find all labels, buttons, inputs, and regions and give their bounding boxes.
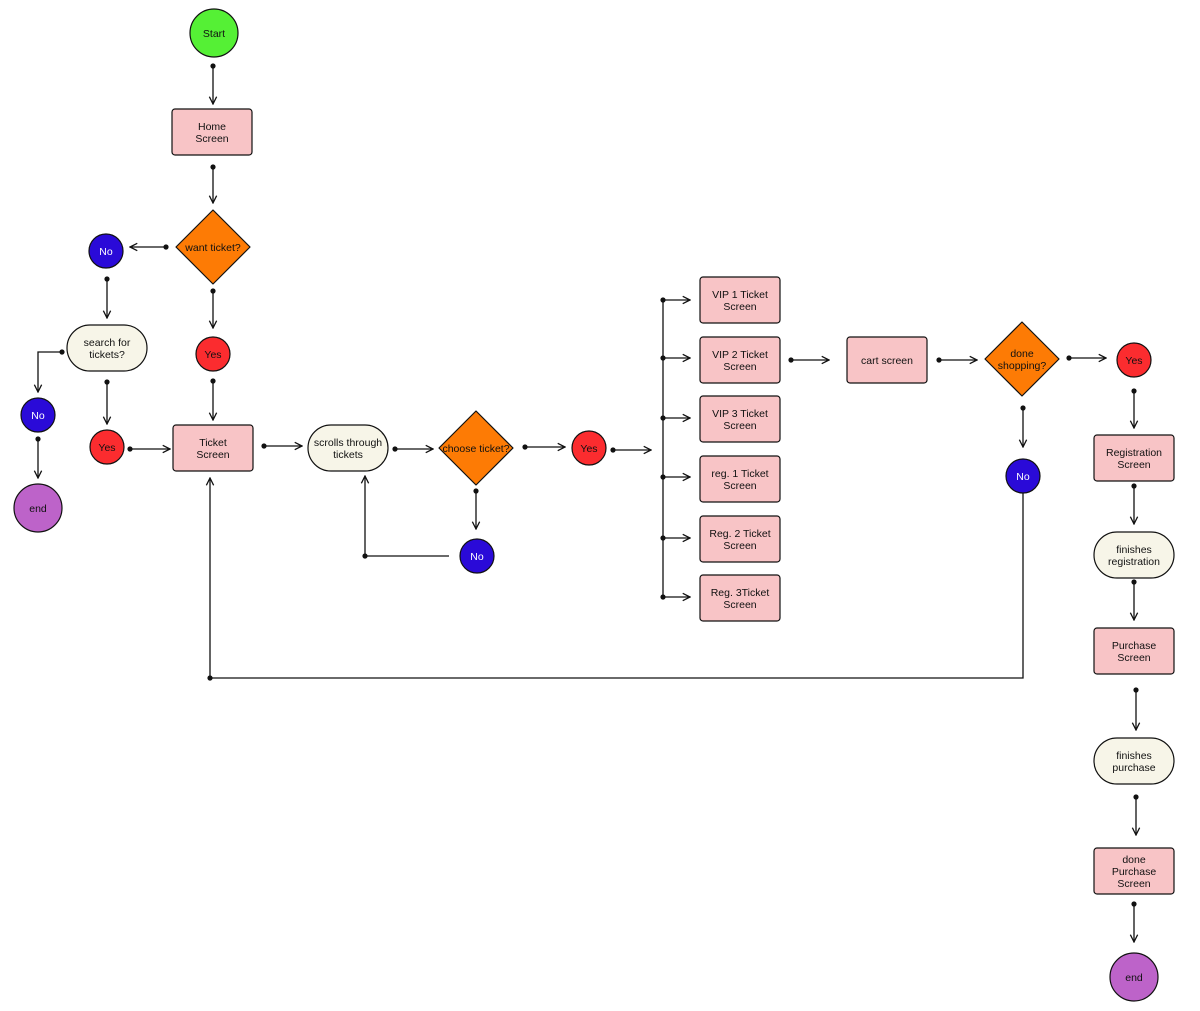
end-right-node: end — [1109, 952, 1159, 1002]
yes-want-label: Yes — [204, 349, 221, 361]
connector-31 — [1131, 579, 1136, 620]
connector-8 — [104, 379, 109, 424]
no-want-node: No — [88, 233, 124, 269]
connector-7 — [35, 436, 40, 478]
connector-11 — [261, 443, 302, 448]
yes-done-node: Yes — [1116, 342, 1152, 378]
junction-dot — [362, 553, 368, 559]
yes-done-label: Yes — [1125, 355, 1142, 367]
no-search-label: No — [31, 410, 45, 422]
no-search-node: No — [20, 397, 56, 433]
yes-choose-node: Yes — [571, 430, 607, 466]
end-right-label: end — [1125, 972, 1143, 984]
no-done-node: No — [1005, 458, 1041, 494]
junction-dot — [207, 675, 213, 681]
connector-10 — [210, 378, 215, 420]
connector-25 — [936, 357, 977, 362]
yes-search-node: Yes — [89, 429, 125, 465]
end-left-label: end — [29, 503, 47, 515]
connector-28 — [210, 478, 1024, 679]
connector-29 — [1131, 388, 1136, 428]
connectors — [35, 63, 1138, 942]
connector-13 — [473, 488, 478, 529]
start-label: Start — [203, 28, 225, 40]
no-done-label: No — [1016, 471, 1030, 483]
connector-6 — [38, 349, 65, 392]
want-ticket-node: want ticket? — [175, 209, 251, 285]
connector-30 — [1131, 483, 1136, 524]
start-node: Start — [189, 8, 239, 58]
connector-24 — [788, 357, 829, 362]
connector-26 — [1066, 355, 1106, 360]
connector-21 — [660, 474, 690, 479]
cart-screen-label: cart screen — [861, 355, 913, 367]
connector-12 — [392, 446, 433, 451]
connector-15 — [522, 444, 565, 449]
yes-choose-label: Yes — [580, 443, 597, 455]
no-choose-label: No — [470, 551, 484, 563]
connector-14 — [365, 476, 449, 557]
connector-4 — [210, 288, 215, 328]
connector-32 — [1133, 687, 1138, 730]
connector-18 — [660, 297, 690, 302]
connector-27 — [1020, 405, 1025, 447]
connector-33 — [1133, 794, 1138, 835]
cart-screen-node: cart screen — [846, 336, 928, 384]
end-left-node: end — [13, 483, 63, 533]
connector-16 — [610, 447, 651, 452]
connector-23 — [660, 594, 690, 599]
connector-5 — [104, 276, 109, 318]
yes-want-node: Yes — [195, 336, 231, 372]
no-choose-node: No — [459, 538, 495, 574]
connector-19 — [660, 355, 690, 360]
connector-2 — [210, 164, 215, 203]
yes-search-label: Yes — [98, 442, 115, 454]
connector-9 — [127, 446, 170, 451]
connector-20 — [660, 415, 690, 420]
choose-ticket-label: choose ticket? — [442, 443, 509, 455]
no-want-label: No — [99, 246, 113, 258]
connector-1 — [210, 63, 215, 104]
connector-3 — [130, 244, 169, 249]
choose-ticket-node: choose ticket? — [438, 410, 514, 486]
connector-34 — [1131, 901, 1136, 942]
want-ticket-label: want ticket? — [184, 242, 241, 254]
connector-22 — [660, 535, 690, 540]
